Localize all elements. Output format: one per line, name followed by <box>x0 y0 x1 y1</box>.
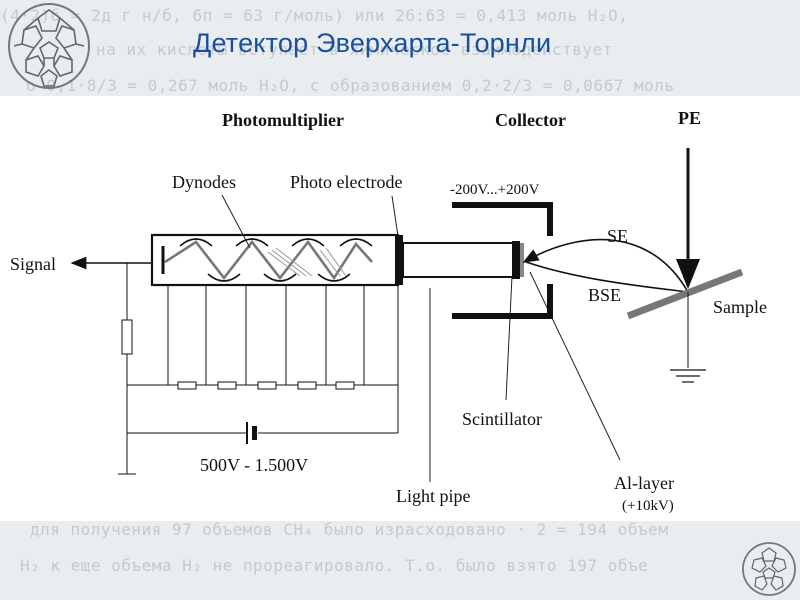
ground-icon <box>670 369 706 383</box>
light-pipe <box>402 242 514 278</box>
voltage-divider-network <box>118 263 399 475</box>
label-supply-voltage: 500V - 1.500V <box>200 455 308 475</box>
label-signal: Signal <box>10 254 56 274</box>
label-photomultiplier: Photomultiplier <box>222 110 344 130</box>
label-photo-electrode: Photo electrode <box>290 172 402 192</box>
background-formula-line-4: для получения 97 объемов CH₄ было израсх… <box>30 520 669 539</box>
background-formula-line-2: на их кислоты вступает в химическое взаи… <box>96 40 613 59</box>
photomultiplier-tube <box>150 233 403 287</box>
label-light-pipe: Light pipe <box>396 486 471 506</box>
label-al-layer-voltage: (+10kV) <box>622 498 674 514</box>
slide-title: Детектор Эверхарта-Торнли <box>193 28 552 58</box>
fullerene-corner-icon <box>742 542 796 596</box>
label-bse: BSE <box>588 285 621 305</box>
label-dynodes: Dynodes <box>172 172 236 192</box>
sample <box>626 268 744 383</box>
scintillator <box>512 241 520 279</box>
background-formula-line-5: H₂ к еще объема H₂ не прореагировало. Т.… <box>20 556 649 575</box>
label-voltage-range: -200V...+200V <box>450 182 540 198</box>
battery-symbol <box>246 422 257 444</box>
fullerene-logo-icon <box>8 3 90 89</box>
diagram-panel: Photomultiplier Collector PE Dynodes Pho… <box>0 96 800 521</box>
electron-trajectories <box>522 238 689 293</box>
label-collector: Collector <box>495 110 566 130</box>
label-pe: PE <box>678 108 701 128</box>
label-sample: Sample <box>713 297 767 317</box>
al-layer <box>520 243 524 277</box>
everhart-thornley-diagram: Photomultiplier Collector PE Dynodes Pho… <box>10 108 767 514</box>
label-al-layer: Al-layer <box>614 473 674 493</box>
background-formula-line-3: о 0,1·8/3 = 0,267 моль H₂O, с образовани… <box>26 76 675 95</box>
collector-cage <box>452 202 553 319</box>
background-formula-line-1: (4·2)б = 2д г н/б, 6п = 63 г/моль) или 2… <box>0 6 629 25</box>
label-scintillator: Scintillator <box>462 409 542 429</box>
